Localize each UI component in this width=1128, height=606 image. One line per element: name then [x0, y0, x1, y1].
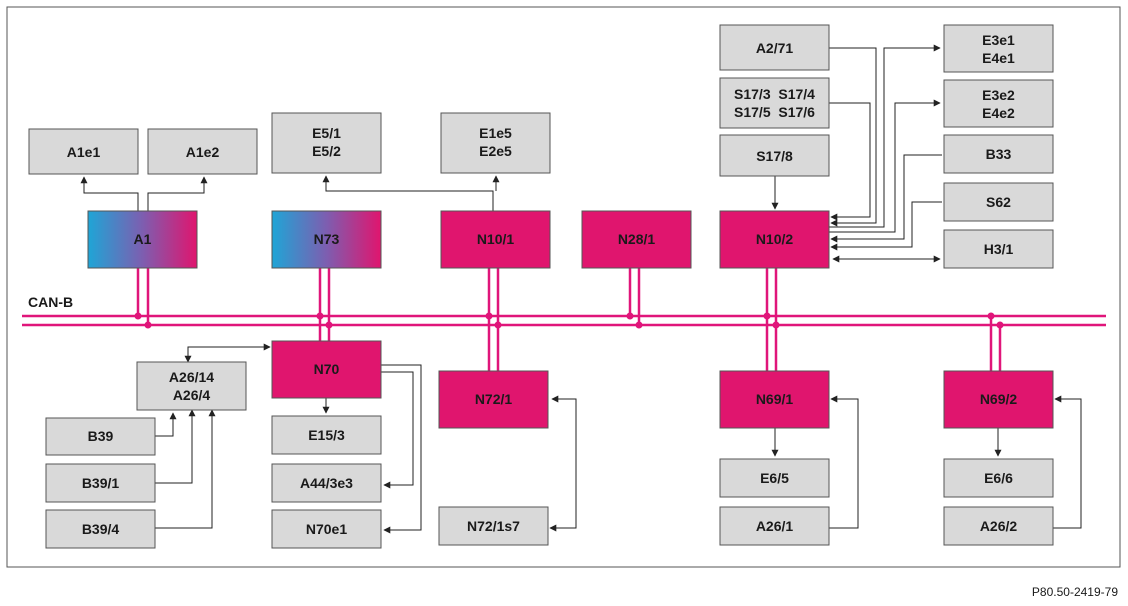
component-a26-1-label: A26/1 [756, 518, 794, 534]
component-e3e1-label-1: E3e1 [982, 32, 1015, 48]
component-n72-1s7 [438, 506, 549, 546]
component-b39-1-label: B39/1 [82, 475, 120, 491]
component-e3e1 [943, 24, 1054, 73]
component-e6-6 [943, 458, 1054, 498]
component-a2-71-label: A2/71 [756, 40, 794, 56]
module-a1 [87, 210, 198, 269]
module-n10-2 [719, 210, 830, 269]
component-a1e1-label: A1e1 [67, 144, 101, 160]
component-a26-2-label: A26/2 [980, 518, 1018, 534]
module-n28-1-label: N28/1 [618, 231, 656, 247]
component-a1e2 [147, 128, 258, 175]
component-e6-5 [719, 458, 830, 498]
component-e5-label-1: E5/1 [312, 125, 341, 141]
component-h3-1 [943, 229, 1054, 269]
component-e5 [271, 112, 382, 174]
module-n73-label: N73 [314, 231, 340, 247]
module-a1-label: A1 [134, 231, 152, 247]
component-s17-label-1: S17/3 S17/4 [734, 86, 815, 102]
module-n69-1-label: N69/1 [756, 391, 794, 407]
component-s17-switches [719, 77, 830, 129]
component-a44-3e3 [271, 463, 382, 503]
connections [80, 44, 1082, 534]
reference-code: P80.50-2419-79 [1032, 585, 1118, 599]
component-a26-14-label-1: A26/14 [169, 369, 214, 385]
module-n69-2 [943, 370, 1054, 429]
component-h3-1-label: H3/1 [984, 241, 1014, 257]
component-b39 [45, 417, 156, 456]
module-n69-1 [719, 370, 830, 429]
component-e3e2-label-2: E4e2 [982, 105, 1015, 121]
component-n70e1 [271, 509, 382, 549]
module-n72-1-label: N72/1 [475, 391, 513, 407]
module-n73 [271, 210, 382, 269]
component-e15-3 [271, 415, 382, 455]
component-e3e2-label-1: E3e2 [982, 87, 1015, 103]
module-n10-1 [440, 210, 551, 269]
component-a44-3e3-label: A44/3e3 [300, 475, 353, 491]
diagram-frame [6, 6, 1121, 568]
module-n72-1 [438, 370, 549, 429]
component-e3e1-label-2: E4e1 [982, 50, 1015, 66]
component-a26-14 [136, 361, 247, 411]
component-a1e1 [28, 128, 139, 175]
component-s17-8 [719, 134, 830, 177]
component-a2-71 [719, 24, 830, 71]
component-s17-8-label: S17/8 [756, 148, 793, 164]
component-b39-1 [45, 463, 156, 503]
component-s62 [943, 182, 1054, 222]
component-e15-3-label: E15/3 [308, 427, 345, 443]
component-a26-1 [719, 506, 830, 546]
component-e5-label-2: E5/2 [312, 143, 341, 159]
component-e1e5-label-1: E1e5 [479, 125, 512, 141]
module-n28-1 [581, 210, 692, 269]
component-b39-4 [45, 509, 156, 549]
module-n69-2-label: N69/2 [980, 391, 1018, 407]
component-s62-label: S62 [986, 194, 1011, 210]
component-a26-14-label-2: A26/4 [173, 387, 211, 403]
component-s17-label-2: S17/5 S17/6 [734, 104, 815, 120]
module-n70-label: N70 [314, 361, 340, 377]
module-n10-2-label: N10/2 [756, 231, 794, 247]
component-b39-label: B39 [88, 428, 114, 444]
component-b39-4-label: B39/4 [82, 521, 120, 537]
component-e1e5 [440, 112, 551, 174]
component-b33-label: B33 [986, 146, 1012, 162]
component-n70e1-label: N70e1 [306, 521, 347, 537]
module-n10-1-label: N10/1 [477, 231, 515, 247]
component-e6-5-label: E6/5 [760, 470, 789, 486]
component-a1e2-label: A1e2 [186, 144, 220, 160]
bus-drops [134, 268, 1004, 371]
module-n70 [271, 340, 382, 399]
component-e6-6-label: E6/6 [984, 470, 1013, 486]
component-a26-2 [943, 506, 1054, 546]
component-e3e2 [943, 79, 1054, 128]
component-n72-1s7-label: N72/1s7 [467, 518, 520, 534]
component-b33 [943, 134, 1054, 174]
bus-label: CAN-B [28, 294, 73, 310]
component-e1e5-label-2: E2e5 [479, 143, 512, 159]
